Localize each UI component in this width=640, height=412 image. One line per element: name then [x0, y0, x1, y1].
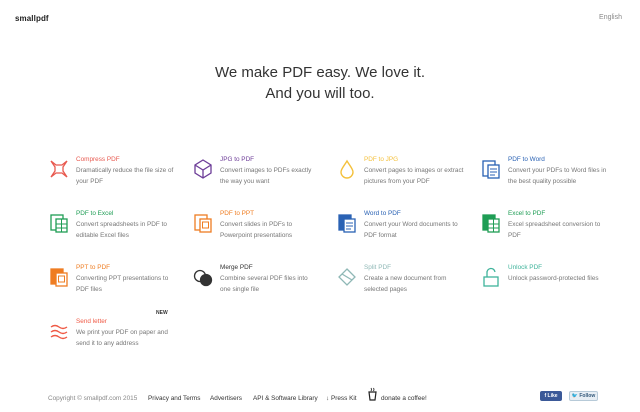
split-icon: [336, 266, 358, 288]
coffee-cup-icon[interactable]: [368, 387, 378, 401]
tool-title: Merge PDF: [220, 264, 253, 271]
tool-unlock-pdf[interactable]: Unlock PDF Unlock password-protected fil…: [480, 264, 610, 304]
tool-title: Compress PDF: [76, 156, 120, 163]
language-selector[interactable]: English: [599, 14, 622, 21]
word-to-pdf-icon: [336, 212, 358, 234]
tool-description: Combine several PDF files into one singl…: [220, 275, 308, 293]
pdf-to-ppt-icon: [192, 212, 214, 234]
tool-send-letter[interactable]: NEW Send letter We print your PDF on pap…: [48, 310, 178, 358]
pdf-to-jpg-icon: [336, 158, 358, 180]
footer: Copyright © smallpdf.com 2015 Privacy an…: [0, 388, 640, 408]
tool-ppt-to-pdf[interactable]: PPT to PDF Converting PPT presentations …: [48, 264, 178, 304]
compress-icon: [48, 158, 70, 180]
ppt-to-pdf-icon: [48, 266, 70, 288]
tool-description: Convert slides in PDFs to Powerpoint pre…: [220, 221, 293, 239]
smallpdf-logo[interactable]: smallpdf: [15, 14, 49, 23]
tool-pdf-to-ppt[interactable]: PDF to PPT Convert slides in PDFs to Pow…: [192, 210, 322, 250]
tool-jpg-to-pdf[interactable]: JPG to PDF Convert images to PDFs exactl…: [192, 156, 322, 196]
pdf-to-excel-icon: [48, 212, 70, 234]
tool-description: Convert your PDFs to Word files in the b…: [508, 167, 607, 185]
tool-pdf-to-jpg[interactable]: PDF to JPG Convert pages to images or ex…: [336, 156, 466, 196]
tool-description: Converting PPT presentations to PDF file…: [76, 275, 169, 293]
send-letter-icon: [48, 320, 70, 342]
tool-split-pdf[interactable]: Split PDF Create a new document from sel…: [336, 264, 466, 304]
tool-title: Send letter: [76, 318, 107, 325]
hero-tagline: We make PDF easy. We love it. And you wi…: [0, 62, 640, 104]
tool-description: Convert spreadsheets in PDF to editable …: [76, 221, 167, 239]
hero-line-1: We make PDF easy. We love it.: [214, 64, 426, 81]
tool-word-to-pdf[interactable]: Word to PDF Convert your Word documents …: [336, 210, 466, 250]
facebook-like-button[interactable]: f Like: [540, 391, 562, 401]
tool-title: Unlock PDF: [508, 264, 543, 271]
tool-title: PDF to PPT: [220, 210, 255, 217]
tool-description: Excel spreadsheet conversion to PDF: [508, 221, 601, 239]
tool-compress-pdf[interactable]: Compress PDF Dramatically reduce the fil…: [48, 156, 178, 196]
tool-pdf-to-excel[interactable]: PDF to Excel Convert spreadsheets in PDF…: [48, 210, 178, 250]
pdf-to-word-icon: [480, 158, 502, 180]
excel-to-pdf-icon: [480, 212, 502, 234]
tool-title: PDF to Excel: [76, 210, 114, 217]
tool-title: JPG to PDF: [220, 156, 255, 163]
tool-title: Excel to PDF: [508, 210, 546, 217]
tool-description: Create a new document from selected page…: [364, 275, 447, 293]
tool-description: Dramatically reduce the file size of you…: [76, 167, 174, 185]
tool-description: Convert pages to images or extract pictu…: [364, 167, 464, 185]
tool-description: Convert your Word documents to PDF forma…: [364, 221, 458, 239]
hero-line-2: And you will too.: [265, 85, 375, 102]
api-software-link[interactable]: API & Software Library: [253, 395, 318, 402]
tool-description: Convert images to PDFs exactly the way y…: [220, 167, 312, 185]
copyright-text: Copyright © smallpdf.com 2015: [48, 395, 138, 402]
tool-merge-pdf[interactable]: Merge PDF Combine several PDF files into…: [192, 264, 322, 304]
merge-icon: [192, 266, 214, 288]
tool-excel-to-pdf[interactable]: Excel to PDF Excel spreadsheet conversio…: [480, 210, 610, 250]
tool-description: We print your PDF on paper and send it t…: [76, 329, 168, 347]
unlock-icon: [480, 266, 502, 288]
twitter-follow-button[interactable]: 🐦 Follow: [569, 391, 598, 401]
advertisers-link[interactable]: Advertisers: [210, 395, 242, 402]
tool-title: Split PDF: [364, 264, 391, 271]
tool-pdf-to-word[interactable]: PDF to Word Convert your PDFs to Word fi…: [480, 156, 610, 196]
privacy-terms-link[interactable]: Privacy and Terms: [148, 395, 201, 402]
tool-description: Unlock password-protected files: [508, 275, 599, 282]
tool-title: PPT to PDF: [76, 264, 110, 271]
new-badge: NEW: [156, 310, 168, 316]
jpg-to-pdf-icon: [192, 158, 214, 180]
tool-title: PDF to Word: [508, 156, 545, 163]
tool-title: PDF to JPG: [364, 156, 399, 163]
donate-coffee-link[interactable]: donate a coffee!: [381, 395, 427, 402]
tool-title: Word to PDF: [364, 210, 401, 217]
press-kit-link[interactable]: ↓ Press Kit: [326, 395, 357, 402]
